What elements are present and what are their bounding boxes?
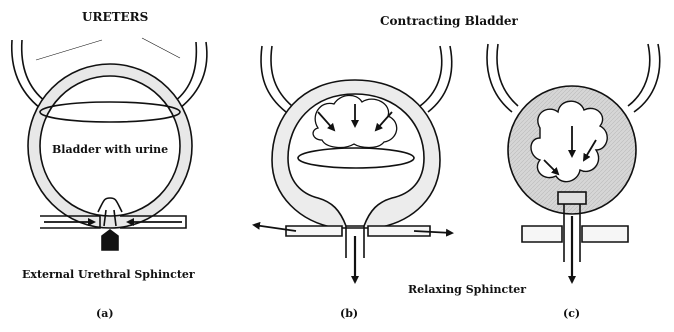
sphincter-bar-right-c — [582, 226, 628, 242]
right-ureter-c-inner — [628, 44, 650, 106]
right-ureter-b-inner — [420, 46, 442, 106]
right-ureter-inner — [174, 42, 196, 102]
contracting-bladder-label: Contracting Bladder — [380, 14, 518, 28]
panel-b — [254, 46, 452, 282]
external-sphincter-label: External Urethral Sphincter — [22, 268, 195, 281]
ureters-label: URETERS — [82, 10, 148, 24]
relaxing-sphincter-label: Relaxing Sphincter — [408, 283, 526, 296]
left-ureter-c-inner — [497, 44, 518, 106]
bladder-neck-c — [558, 192, 586, 204]
panel-caption-a: (a) — [96, 307, 114, 320]
left-ureter-b-inner — [271, 46, 292, 106]
panel-caption-c: (c) — [563, 307, 580, 320]
closed-sphincter-plug — [102, 230, 118, 250]
sphincter-bar-left-c — [522, 226, 562, 242]
ureter-pointer-left — [36, 40, 102, 60]
bladder-with-urine-label: Bladder with urine — [52, 143, 168, 156]
panel-caption-b: (b) — [340, 307, 358, 320]
panel-c — [487, 44, 660, 282]
ureter-pointer-right — [142, 38, 180, 58]
